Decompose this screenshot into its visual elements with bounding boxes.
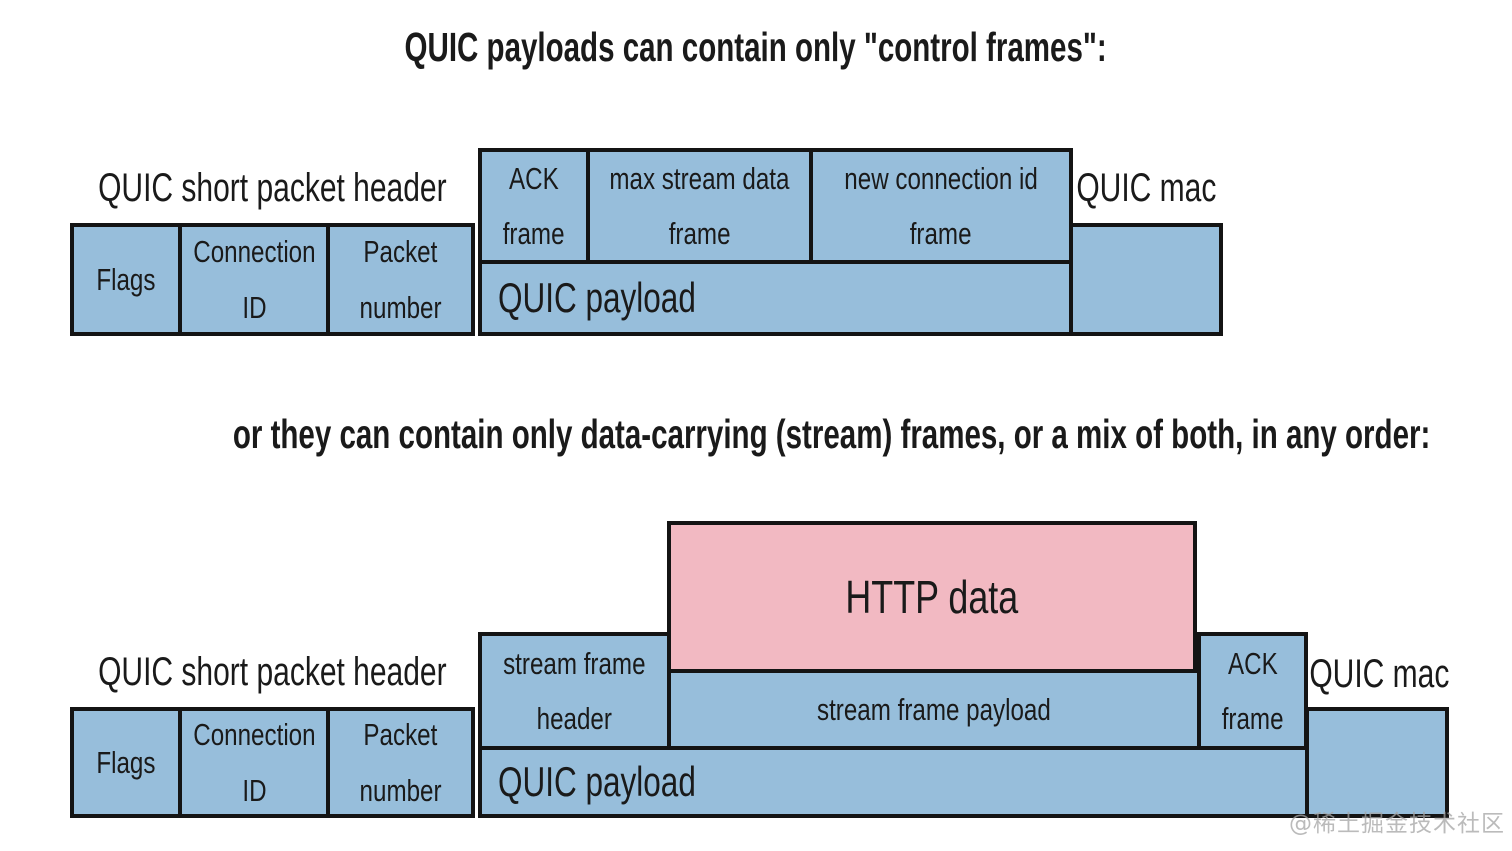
new-connection-id-line1: new connection id: [844, 160, 1038, 196]
watermark: @稀土掘金技术社区: [1289, 811, 1505, 837]
connection-id-line2-1: ID: [241, 289, 267, 325]
packet-number-box-1: Packet number: [326, 223, 475, 336]
stream-frame-payload-label: stream frame payload: [817, 691, 1051, 727]
new-connection-id-line2: frame: [910, 216, 972, 251]
stream-frame-header-line1: stream frame: [503, 645, 646, 681]
packet-number-line1-1: Packet: [363, 234, 438, 270]
flags-box-1: Flags: [70, 223, 182, 336]
quic-mac-box-1: [1069, 223, 1223, 336]
http-data-box: HTTP data: [667, 521, 1197, 673]
quic-short-packet-header-label-1: QUIC short packet header: [98, 165, 447, 210]
ack-frame-box-2: ACK frame: [1197, 632, 1308, 750]
http-data-label: HTTP data: [845, 571, 1019, 623]
packet-number-line1-2: Packet: [363, 717, 438, 753]
flags-label-1: Flags: [96, 261, 156, 297]
connection-id-box-1: Connection ID: [178, 223, 330, 336]
new-connection-id-frame-box: new connection id frame: [809, 148, 1073, 264]
packet-number-line2-2: number: [359, 772, 442, 808]
stream-frames-title-text: or they can contain only data-carrying (…: [232, 411, 1431, 457]
packet-number-box-2: Packet number: [326, 707, 475, 818]
stream-frames-title: or they can contain only data-carrying (…: [0, 409, 1512, 460]
control-frames-title: QUIC payloads can contain only "control …: [0, 22, 1512, 73]
ack-frame-line2-1: frame: [503, 216, 565, 251]
quic-payload-label-1: QUIC payload: [498, 274, 696, 321]
quic-payload-label-2: QUIC payload: [498, 758, 696, 805]
control-frames-title-text: QUIC payloads can contain only "control …: [404, 24, 1108, 70]
stream-frame-payload-box: stream frame payload: [667, 669, 1201, 750]
connection-id-line2-2: ID: [241, 772, 267, 808]
max-stream-data-line2: frame: [668, 216, 731, 251]
max-stream-data-frame-box: max stream data frame: [586, 148, 813, 264]
stream-frame-header-box: stream frame header: [478, 632, 671, 750]
quic-payload-box-2: QUIC payload: [478, 746, 1309, 818]
ack-frame-box-1: ACK frame: [478, 148, 590, 264]
quic-mac-label-1: QUIC mac: [1075, 165, 1217, 210]
ack-frame-line2-2: frame: [1221, 701, 1284, 736]
quic-payload-box-1: QUIC payload: [478, 260, 1073, 336]
quic-short-packet-header-label-2: QUIC short packet header: [98, 649, 447, 694]
max-stream-data-line1: max stream data: [609, 160, 790, 196]
packet-number-line2-1: number: [359, 289, 442, 325]
stream-frame-header-line2: header: [536, 701, 613, 736]
connection-id-box-2: Connection ID: [178, 707, 330, 818]
flags-box-2: Flags: [70, 707, 182, 818]
ack-frame-line1-2: ACK: [1227, 645, 1278, 681]
ack-frame-line1-1: ACK: [509, 160, 559, 196]
flags-label-2: Flags: [96, 744, 156, 780]
quic-mac-label-2: QUIC mac: [1308, 652, 1450, 696]
connection-id-line1-1: Connection: [192, 234, 316, 270]
quic-mac-box-2: [1305, 707, 1449, 818]
connection-id-line1-2: Connection: [192, 717, 316, 753]
